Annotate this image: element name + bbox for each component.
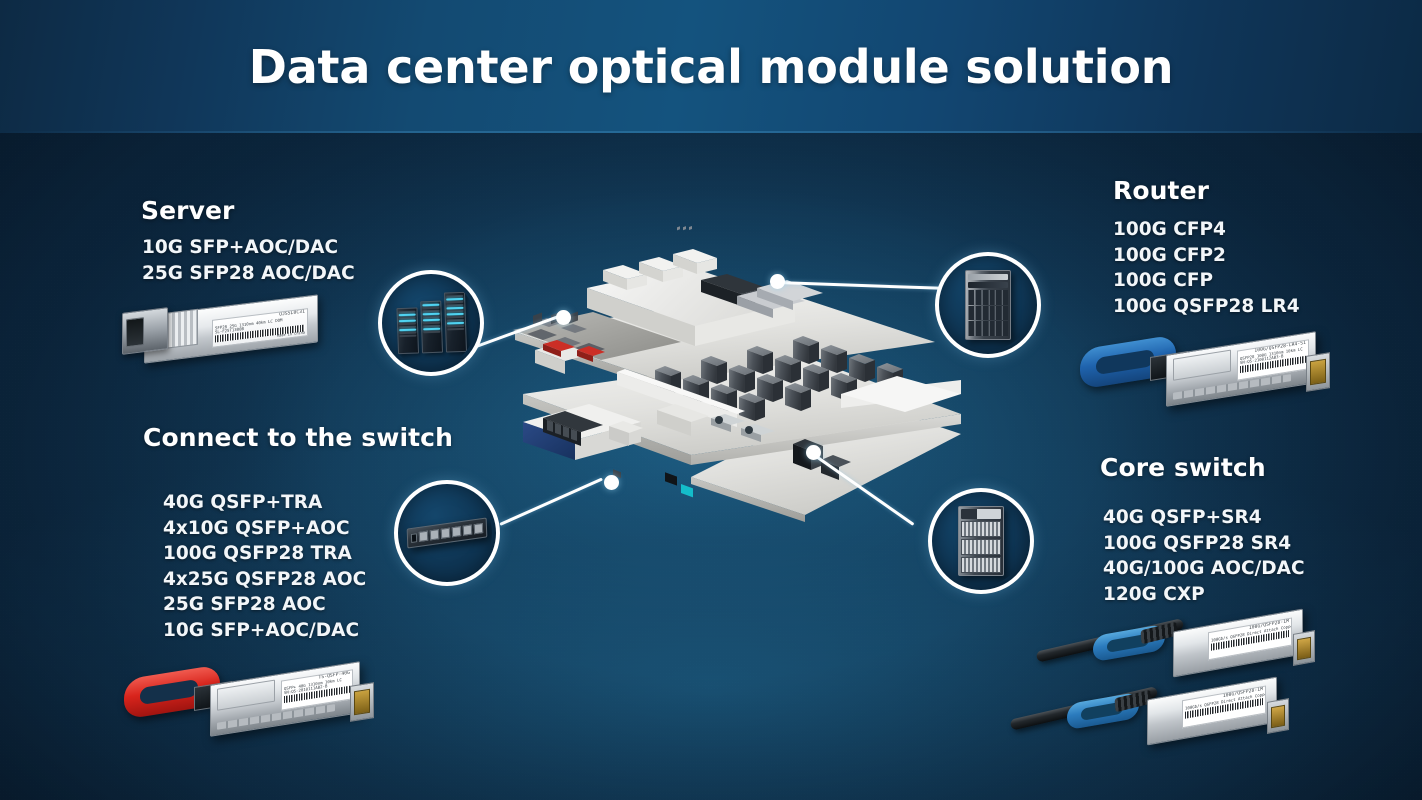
section-router: Router 100G CFP4 100G CFP2 100G CFP 100G… bbox=[1113, 176, 1300, 319]
dac-cable: 100G/QSFP28-1M 100Gb/s QSFP28 Direct Att… bbox=[1033, 608, 1333, 678]
connector-endpoint-core bbox=[806, 445, 821, 460]
qsfp-gold-fingers bbox=[1306, 352, 1330, 392]
section-core-switch: Core switch 40G QSFP+SR4 100G QSFP28 SR4… bbox=[1100, 453, 1305, 607]
server-rack-icon bbox=[386, 278, 476, 368]
section-heading-connect-to-switch: Connect to the switch bbox=[143, 423, 453, 452]
section-list-router: 100G CFP4 100G CFP2 100G CFP 100G QSFP28… bbox=[1113, 217, 1300, 319]
list-item: 10G SFP+AOC/DAC bbox=[163, 619, 360, 641]
list-item: 100G QSFP28 LR4 bbox=[1113, 295, 1300, 317]
section-heading-server: Server bbox=[141, 196, 235, 225]
list-item: 120G CXP bbox=[1103, 583, 1205, 605]
section-list-server: 10G SFP+AOC/DAC 25G SFP28 AOC/DAC bbox=[142, 235, 355, 286]
qsfp-body: 100G/QSFP28-LR4-S1 QSFP28 100G 1310nm 10… bbox=[1166, 331, 1316, 407]
product-sfp28-transceiver: OJS5L0C31 SFP28 25G 1310nm 40km LC DOM S… bbox=[116, 294, 318, 369]
list-item: 4x25G QSFP28 AOC bbox=[163, 568, 367, 590]
qsfp-gold-fingers bbox=[350, 682, 374, 722]
header-band bbox=[0, 0, 1422, 133]
list-item: 40G QSFP+TRA bbox=[163, 492, 323, 513]
callout-server-racks[interactable] bbox=[378, 270, 484, 376]
section-heading-router: Router bbox=[1113, 176, 1210, 205]
section-connect-to-switch: Connect to the switch 40G QSFP+TRA 4x10G… bbox=[143, 423, 453, 643]
product-qsfp28-blue-tab: 100G/QSFP28-LR4-S1 QSFP28 100G 1310nm 10… bbox=[1078, 331, 1330, 412]
dac-connector-body: 100G/QSFP28-1M 100Gb/s QSFP28 Direct Att… bbox=[1173, 608, 1303, 678]
dac-product-label: 100G/QSFP28-1M 100Gb/s QSFP28 Direct Att… bbox=[1182, 685, 1266, 729]
section-list-connect-to-switch: 40G QSFP+TRA 4x10G QSFP+AOC 100G QSFP28 … bbox=[163, 490, 453, 643]
qsfp-product-label: 100G/QSFP28-LR4-S1 QSFP28 100G 1310nm 10… bbox=[1237, 339, 1309, 381]
list-item: 4x10G QSFP+AOC bbox=[163, 517, 350, 539]
list-item: 10G SFP+AOC/DAC bbox=[142, 237, 339, 258]
product-qsfp-red-tab: TS-QSFP-40G QSFP+ 40G 1310nm 10km LC SN:… bbox=[122, 661, 374, 742]
connector-endpoint-router bbox=[770, 274, 785, 289]
connector-endpoint-server bbox=[556, 310, 571, 325]
sfp-optical-port bbox=[122, 307, 168, 355]
dac-gold-fingers bbox=[1293, 630, 1315, 666]
list-item: 40G/100G AOC/DAC bbox=[1103, 558, 1305, 579]
section-server: Server 10G SFP+AOC/DAC 25G SFP28 AOC/DAC bbox=[141, 196, 355, 286]
list-item: 100G QSFP28 SR4 bbox=[1103, 532, 1292, 554]
chassis-switch-icon bbox=[936, 496, 1026, 586]
list-item: 100G CFP bbox=[1113, 270, 1214, 291]
qsfp-body: TS-QSFP-40G QSFP+ 40G 1310nm 10km LC SN:… bbox=[210, 661, 360, 737]
list-item: 25G SFP28 AOC/DAC bbox=[142, 262, 355, 284]
callout-core-chassis[interactable] bbox=[928, 488, 1034, 594]
dac-cable: 100G/QSFP28-1M 100Gb/s QSFP28 Direct Att… bbox=[1007, 676, 1307, 746]
section-list-core-switch: 40G QSFP+SR4 100G QSFP28 SR4 40G/100G AO… bbox=[1103, 505, 1305, 607]
section-heading-core-switch: Core switch bbox=[1100, 453, 1266, 482]
datacenter-3d-illustration bbox=[505, 222, 975, 522]
dac-product-label: 100G/QSFP28-1M 100Gb/s QSFP28 Direct Att… bbox=[1208, 617, 1292, 661]
list-item: 100G CFP4 bbox=[1113, 219, 1226, 240]
tower-server-icon bbox=[943, 260, 1033, 350]
callout-tower-server[interactable] bbox=[935, 252, 1041, 358]
qsfp-product-label: TS-QSFP-40G QSFP+ 40G 1310nm 10km LC SN:… bbox=[281, 669, 353, 711]
callout-rack-switch[interactable] bbox=[394, 480, 500, 586]
product-dac-copper-cables: 100G/QSFP28-1M 100Gb/s QSFP28 Direct Att… bbox=[1009, 608, 1333, 752]
dac-gold-fingers bbox=[1267, 698, 1289, 734]
dac-connector-body: 100G/QSFP28-1M 100Gb/s QSFP28 Direct Att… bbox=[1147, 676, 1277, 746]
list-item: 40G QSFP+SR4 bbox=[1103, 507, 1262, 528]
list-item: 100G QSFP28 TRA bbox=[163, 543, 352, 564]
connector-endpoint-switch bbox=[604, 475, 619, 490]
list-item: 25G SFP28 AOC bbox=[163, 594, 326, 615]
page-title: Data center optical module solution bbox=[248, 40, 1174, 94]
list-item: 100G CFP2 bbox=[1113, 244, 1226, 266]
